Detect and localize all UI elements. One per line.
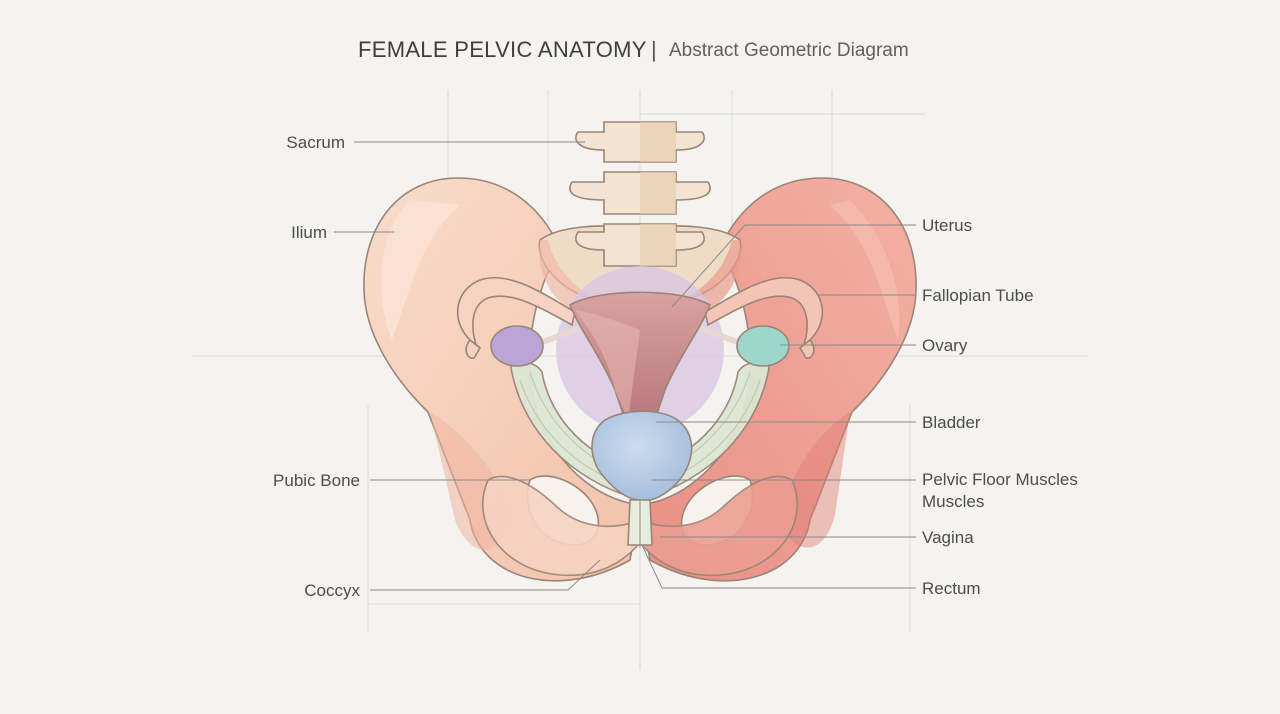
label-uterus: Uterus	[922, 216, 972, 235]
vertebra-2	[570, 172, 710, 214]
right-labels: Uterus Fallopian Tube Ovary Bladder Pelv…	[922, 216, 1078, 598]
vaginal-canal	[628, 500, 652, 548]
label-coccyx: Coccyx	[304, 581, 360, 600]
title-separator: |	[651, 37, 657, 62]
left-labels: Sacrum Ilium Pubic Bone Coccyx	[273, 133, 360, 600]
label-pubic-bone: Pubic Bone	[273, 471, 360, 490]
label-ilium: Ilium	[291, 223, 327, 242]
vertebra-1	[576, 122, 704, 162]
right-ovary	[737, 326, 789, 366]
title-subtitle: Abstract Geometric Diagram	[669, 40, 909, 61]
left-ovary	[491, 326, 543, 366]
label-rectum: Rectum	[922, 579, 981, 598]
title-bar: FEMALE PELVIC ANATOMY | Abstract Geometr…	[358, 37, 909, 62]
title-main: FEMALE PELVIC ANATOMY	[358, 37, 647, 62]
label-vagina: Vagina	[922, 528, 974, 547]
label-pelvic-floor-2: Muscles	[922, 492, 984, 511]
label-pelvic-floor-1: Pelvic Floor Muscles	[922, 470, 1078, 489]
label-bladder: Bladder	[922, 413, 981, 432]
label-ovary: Ovary	[922, 336, 968, 355]
label-fallopian-tube: Fallopian Tube	[922, 286, 1034, 305]
label-sacrum: Sacrum	[286, 133, 345, 152]
